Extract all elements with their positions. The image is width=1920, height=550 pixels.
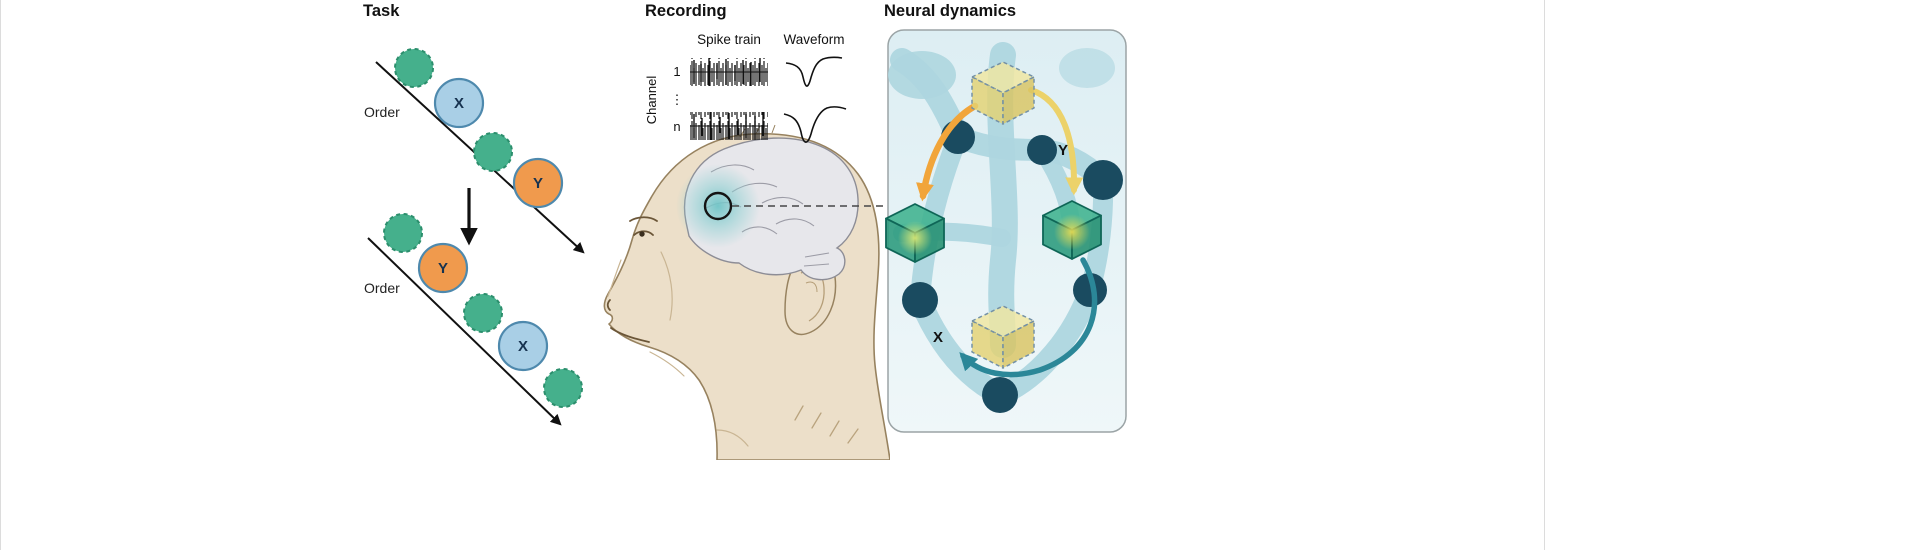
transition-arrows bbox=[916, 87, 1084, 202]
arrow-y-to-right-state bbox=[1028, 87, 1084, 196]
state-x-label: X bbox=[933, 329, 943, 346]
eye-line bbox=[633, 230, 654, 236]
spike-train-row-1 bbox=[690, 58, 768, 86]
sequence-item-green bbox=[543, 368, 583, 408]
monkey-head bbox=[603, 124, 890, 460]
nostril bbox=[606, 299, 611, 311]
sequence-order-arrow bbox=[367, 237, 562, 426]
recording-panel-title: Recording bbox=[645, 2, 727, 20]
neural-node bbox=[1073, 273, 1107, 307]
neural-node bbox=[902, 282, 938, 318]
page-edge-left bbox=[0, 0, 1, 550]
nose-bridge bbox=[607, 259, 622, 297]
active-state-cube-left bbox=[885, 203, 945, 263]
neural-node bbox=[982, 377, 1018, 413]
sequence-item-green bbox=[394, 48, 434, 88]
sequence-item-x-label: X bbox=[454, 95, 464, 112]
sequence-item-green bbox=[463, 293, 503, 333]
spike-train-row-n bbox=[690, 112, 768, 140]
order-label-bottom: Order bbox=[364, 280, 400, 296]
monkey-fur-detail bbox=[649, 124, 859, 447]
recording-site-glow bbox=[676, 164, 760, 248]
state-cube-x bbox=[971, 305, 1035, 369]
waveform-channel-n bbox=[783, 106, 847, 143]
order-label-top: Order bbox=[364, 104, 400, 120]
sequence-item-x bbox=[497, 320, 549, 372]
arrow-y-to-left-state bbox=[916, 102, 979, 202]
channel-ellipsis: ⋮ bbox=[671, 92, 684, 107]
state-cube-y bbox=[971, 61, 1035, 125]
eye-pupil bbox=[639, 231, 645, 237]
active-state-cube-right bbox=[1042, 200, 1102, 260]
page-edge-right bbox=[1544, 0, 1545, 550]
sequence-item-y-label: Y bbox=[533, 175, 543, 192]
monkey-face bbox=[606, 216, 658, 343]
spike-train-label: Spike train bbox=[697, 32, 761, 47]
neural-node bbox=[1027, 135, 1057, 165]
task-panel-title: Task bbox=[363, 2, 400, 20]
task-graphic: X Y Order Y X Order bbox=[364, 48, 585, 426]
sequence-item-y bbox=[417, 242, 469, 294]
neural-dynamics-panel-title: Neural dynamics bbox=[884, 2, 1017, 20]
channel-n-label: n bbox=[673, 119, 680, 134]
waveform-channel-1 bbox=[785, 56, 843, 87]
channel-axis-label: Channel bbox=[644, 76, 659, 125]
sequence-item-x bbox=[433, 77, 485, 129]
sequence-item-y-label: Y bbox=[438, 260, 448, 277]
channel-1-label: 1 bbox=[673, 64, 680, 79]
sequence-item-y bbox=[512, 157, 564, 209]
arrow-right-state-to-x bbox=[959, 257, 1098, 378]
sequence-item-green bbox=[383, 213, 423, 253]
mouth-line bbox=[610, 327, 650, 343]
task-sequence-bottom: Y X Order bbox=[364, 213, 583, 426]
sequence-item-x-label: X bbox=[518, 338, 528, 355]
task-sequence-top: X Y Order bbox=[364, 48, 585, 254]
recording-graphic: Spike train Waveform Channel 1 ⋮ n bbox=[603, 32, 890, 460]
brow-line bbox=[629, 216, 658, 222]
recording-site-marker bbox=[703, 191, 733, 221]
waveform-label: Waveform bbox=[783, 32, 844, 47]
sequence-item-green bbox=[473, 132, 513, 172]
electrophysiology-traces: Spike train Waveform Channel 1 ⋮ n bbox=[644, 32, 847, 143]
neural-node bbox=[1083, 160, 1123, 200]
state-y-label: Y bbox=[1058, 142, 1068, 159]
neural-dynamics-graphic: Y X bbox=[885, 29, 1127, 433]
